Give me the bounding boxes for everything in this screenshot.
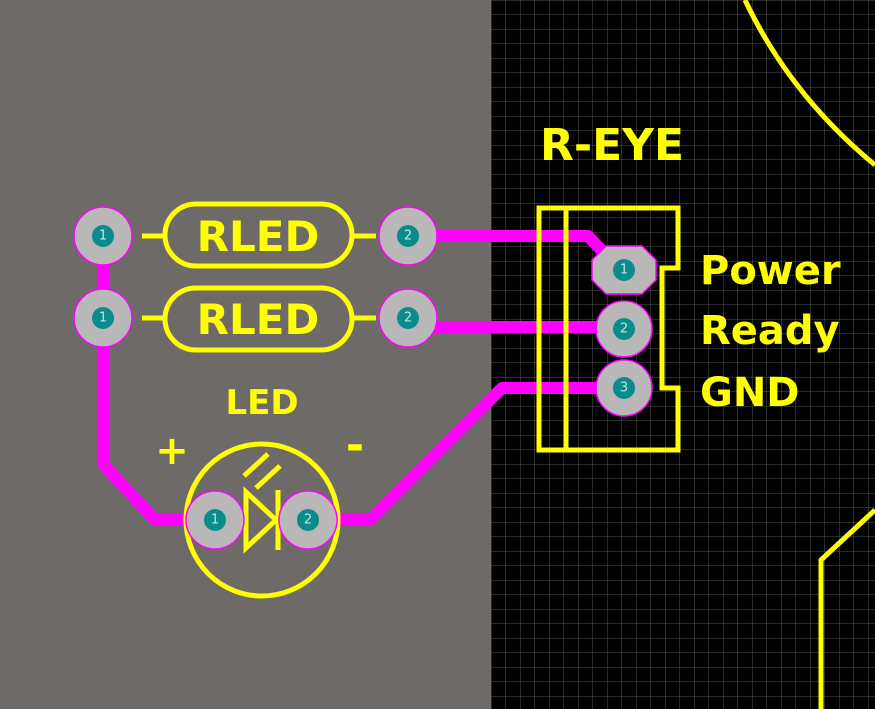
led-designator: LED bbox=[225, 383, 298, 423]
light-ray-icon-1 bbox=[242, 452, 270, 478]
pad-connector-1[interactable]: 1 bbox=[591, 245, 657, 295]
board-outline-top bbox=[742, 0, 875, 167]
pads: 1 2 1 2 1 2 bbox=[73, 206, 657, 550]
pad-rled-top-2[interactable]: 2 bbox=[378, 206, 438, 266]
pad-number: 1 bbox=[99, 229, 107, 244]
pin-label-power: Power bbox=[700, 248, 841, 294]
pad-number: 3 bbox=[620, 381, 628, 396]
led-minus-mark: - bbox=[346, 420, 364, 471]
light-ray-icon-2 bbox=[254, 464, 282, 490]
board-grid bbox=[491, 0, 875, 709]
led-plus-mark: + bbox=[155, 428, 189, 474]
pad-led-1[interactable]: 1 bbox=[185, 490, 245, 550]
board-outline-bottom bbox=[818, 508, 875, 709]
pad-led-2[interactable]: 2 bbox=[278, 490, 338, 550]
pin-label-ready: Ready bbox=[700, 308, 840, 354]
resistor-top-designator: RLED bbox=[197, 212, 320, 261]
pad-rled-bottom-2[interactable]: 2 bbox=[378, 288, 438, 348]
pad-number: 1 bbox=[620, 263, 628, 278]
pad-number: 1 bbox=[211, 513, 219, 528]
pad-number: 2 bbox=[304, 513, 312, 528]
connector-outline bbox=[536, 205, 681, 453]
pin-label-gnd: GND bbox=[700, 370, 800, 416]
resistor-top-body bbox=[162, 201, 355, 269]
resistor-bottom-designator: RLED bbox=[197, 295, 320, 344]
pad-number: 1 bbox=[99, 311, 107, 326]
connector-r-eye[interactable]: R-EYE Power Ready GND bbox=[536, 120, 841, 453]
pad-connector-2[interactable]: 2 bbox=[595, 300, 653, 358]
resistor-bottom[interactable]: RLED bbox=[142, 285, 376, 353]
connector-designator: R-EYE bbox=[540, 120, 684, 171]
resistor-bottom-body bbox=[162, 285, 355, 353]
led-component[interactable]: LED + - bbox=[155, 383, 364, 599]
pad-number: 2 bbox=[404, 229, 412, 244]
pad-number: 2 bbox=[404, 311, 412, 326]
diode-triangle-icon bbox=[243, 486, 280, 554]
pad-rled-bottom-1[interactable]: 1 bbox=[73, 288, 133, 348]
pad-number: 2 bbox=[620, 322, 628, 337]
pad-connector-3[interactable]: 3 bbox=[595, 359, 653, 417]
pad-rled-top-1[interactable]: 1 bbox=[73, 206, 133, 266]
resistor-top[interactable]: RLED bbox=[142, 201, 376, 269]
